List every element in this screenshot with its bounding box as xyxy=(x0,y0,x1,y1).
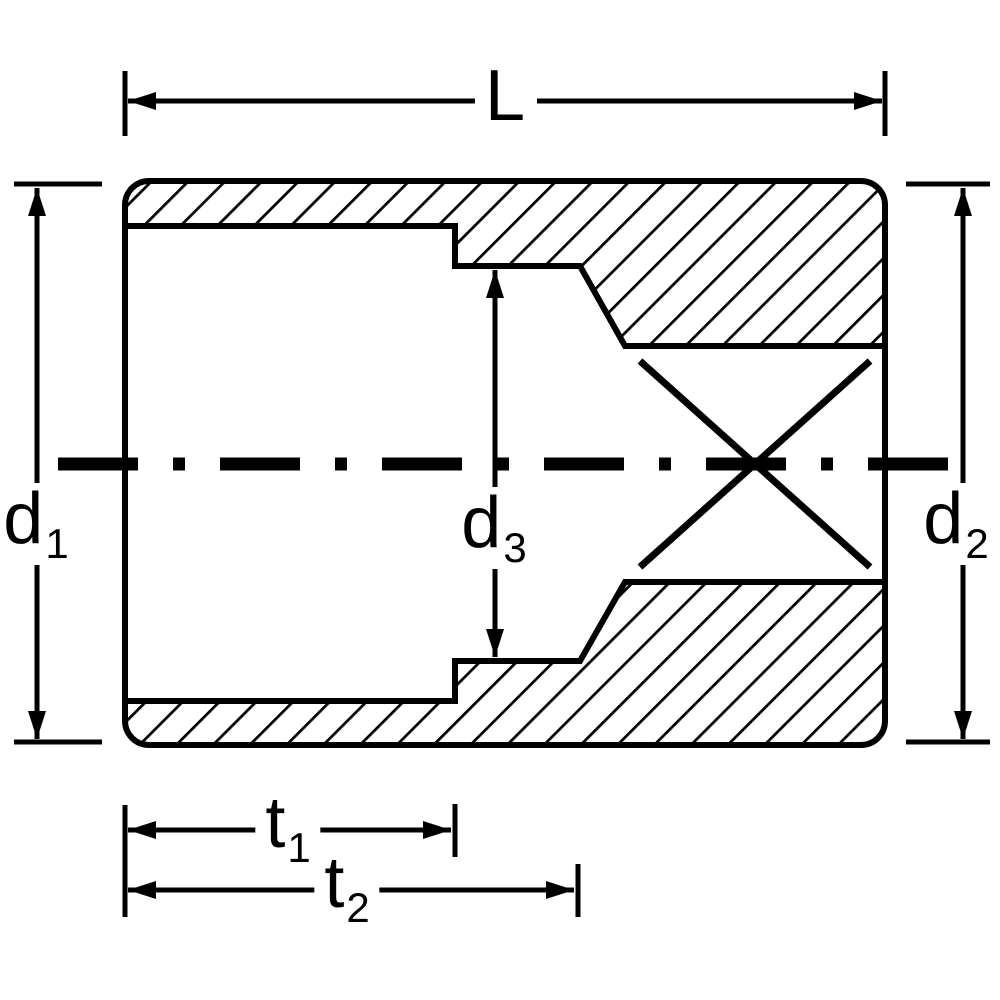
dim-label-d1: d1 xyxy=(0,483,79,565)
label-base: t xyxy=(265,783,286,863)
label-sub: 1 xyxy=(287,824,311,871)
label-base: d xyxy=(923,479,964,559)
dim-label-d3: d3 xyxy=(451,487,537,571)
label-sub: 2 xyxy=(346,884,370,931)
dim-label-t1: t1 xyxy=(255,787,321,871)
dim-label-L: L xyxy=(474,60,538,142)
dim-label-t2: t2 xyxy=(314,847,380,931)
label-base: L xyxy=(484,56,526,136)
label-sub: 3 xyxy=(503,524,527,571)
dimension-d2 xyxy=(906,181,990,745)
dim-label-d2: d2 xyxy=(913,483,999,567)
label-sub: 1 xyxy=(45,520,69,567)
label-base: d xyxy=(461,483,502,563)
label-base: t xyxy=(324,843,345,923)
label-sub: 2 xyxy=(965,520,989,567)
dimension-d1 xyxy=(14,181,102,745)
label-base: d xyxy=(3,479,44,559)
